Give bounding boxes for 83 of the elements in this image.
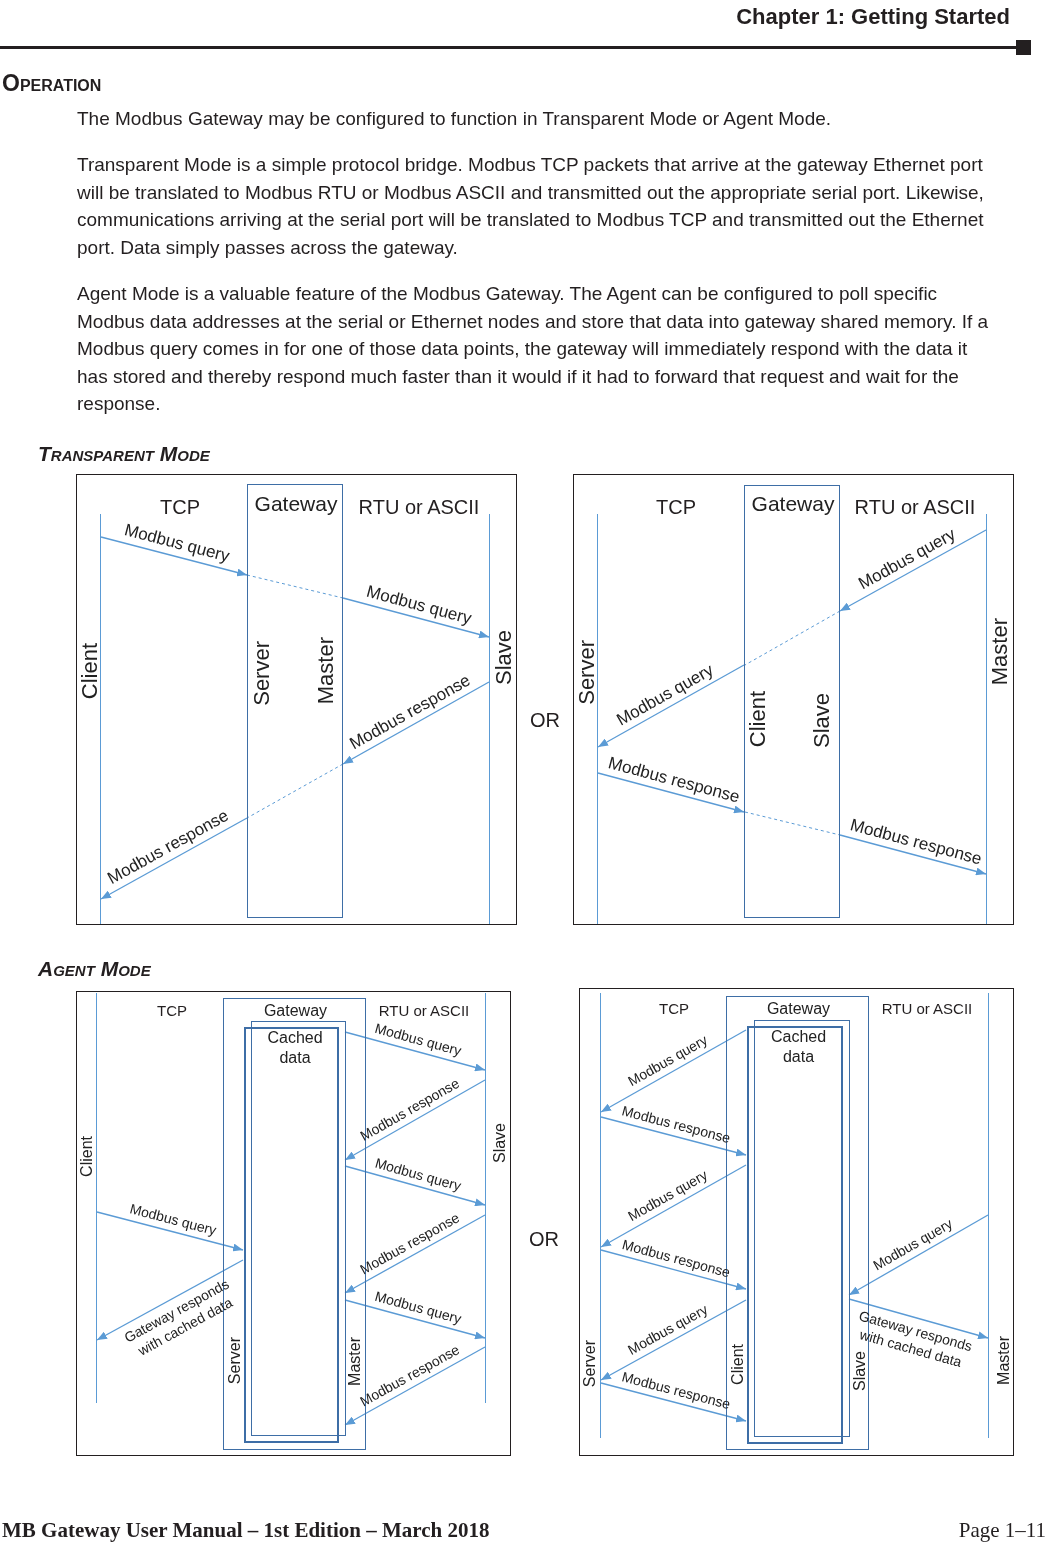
edge-label: Modbus response bbox=[620, 1102, 733, 1148]
text-label: Transparent Mode bbox=[38, 441, 210, 467]
arrow bbox=[600, 1382, 747, 1423]
text-label: RTU or ASCII bbox=[853, 495, 977, 520]
role-label: Master bbox=[996, 1336, 1012, 1385]
text-label: OR bbox=[528, 1227, 560, 1252]
lifeline bbox=[581, 993, 601, 1438]
arrow bbox=[344, 1079, 486, 1161]
paragraph: Agent Mode is a valuable feature of the Modbus Gateway. The Agent can be configured to poll specific Modbus data addresses at the serial or Ethernet nodes and store that data into gateway shared memory. If a Modbus query comes in for one of those data points, the gateway will immediately respond with the data it has stored and thereby respond much faster than it would if it had to forward that request and wait for the response. bbox=[77, 282, 990, 416]
lifeline bbox=[78, 993, 97, 1403]
arrow bbox=[600, 1164, 747, 1248]
role-label: Slave bbox=[852, 1351, 868, 1392]
role-label: Slave bbox=[493, 630, 515, 686]
text-label: Agent Mode bbox=[38, 956, 151, 982]
arrow bbox=[344, 1299, 486, 1340]
text-label: OR bbox=[529, 708, 561, 733]
arrow bbox=[344, 1346, 486, 1426]
text-label: Chapter 1: Getting Started bbox=[735, 3, 1010, 31]
text-label: Operation bbox=[2, 69, 102, 98]
arrow bbox=[96, 1211, 244, 1252]
cache-box bbox=[244, 1021, 346, 1443]
arrow bbox=[600, 1029, 747, 1113]
arrow bbox=[344, 1165, 486, 1207]
role-label: Client bbox=[747, 691, 769, 748]
arrow bbox=[848, 1298, 989, 1340]
lifeline bbox=[485, 993, 507, 1403]
role-label: Master bbox=[989, 618, 1011, 686]
text-label: MB Gateway User Manual – 1st Edition – March 2018 bbox=[2, 1517, 490, 1543]
arrow bbox=[96, 1259, 244, 1341]
edge-label: Modbus query bbox=[372, 1020, 463, 1061]
edge-label: Modbus query bbox=[372, 1288, 463, 1329]
cache-box bbox=[747, 1020, 850, 1444]
role-label: Server bbox=[582, 1340, 598, 1388]
box-title: Gateway bbox=[765, 999, 832, 1019]
edge-label: Modbus query bbox=[127, 1200, 218, 1240]
gateway-box bbox=[744, 485, 840, 918]
edge-label: Modbus response bbox=[848, 814, 985, 870]
text-label: TCP bbox=[655, 495, 697, 520]
text-label: RTU or ASCII bbox=[880, 999, 974, 1019]
role-label: Client bbox=[79, 1136, 95, 1177]
arrow bbox=[600, 1249, 747, 1291]
text-label: TCP bbox=[156, 1001, 188, 1021]
role-label: Master bbox=[315, 637, 337, 705]
text-label: Page 1–11 bbox=[957, 1517, 1046, 1543]
arrow bbox=[100, 817, 248, 900]
edge-label: Modbus query bbox=[122, 519, 233, 568]
arrow bbox=[597, 664, 745, 748]
box-title: Gateway bbox=[253, 491, 339, 517]
arrow bbox=[597, 772, 745, 814]
text-label: TCP bbox=[658, 999, 690, 1019]
gateway-box bbox=[247, 484, 343, 918]
arrow bbox=[839, 529, 987, 612]
arrow bbox=[344, 1031, 486, 1072]
role-label: Master bbox=[347, 1337, 363, 1386]
arrow bbox=[839, 834, 987, 876]
role-label: Slave bbox=[492, 1123, 508, 1164]
cache-label: Cached data bbox=[769, 1027, 828, 1067]
edge-label: Modbus query bbox=[372, 1154, 463, 1196]
arrow bbox=[100, 536, 248, 577]
arrow bbox=[600, 1116, 747, 1157]
box-title: Gateway bbox=[262, 1001, 329, 1021]
text-label: TCP bbox=[159, 495, 201, 520]
cache-label: Cached data bbox=[266, 1028, 324, 1068]
text-label: RTU or ASCII bbox=[357, 495, 481, 520]
role-label: Server bbox=[576, 640, 598, 705]
role-label: Client bbox=[79, 643, 101, 700]
arrow bbox=[848, 1214, 989, 1296]
arrow bbox=[342, 681, 490, 765]
edge-label: Modbus query bbox=[364, 580, 475, 630]
edge-label: Modbus response bbox=[606, 752, 743, 808]
arrow bbox=[600, 1299, 747, 1381]
arrow bbox=[342, 597, 490, 639]
role-label: Client bbox=[730, 1344, 746, 1385]
role-label: Server bbox=[227, 1337, 243, 1385]
paragraph: Transparent Mode is a simple protocol bridge. Modbus TCP packets that arrive at the gateway Ethernet port will be translated to Modbus RTU or Modbus ASCII and transmitted out the appropriate serial port. Likewise, communications arriving at the serial port will be translated to Modbus TCP and transmitted out the Ethernet port. Data simply passes across the gateway. bbox=[77, 153, 985, 260]
role-label: Server bbox=[251, 641, 273, 706]
paragraph: The Modbus Gateway may be configured to function in Transparent Mode or Agent Mode. bbox=[77, 107, 833, 131]
edge-label: Modbus response bbox=[620, 1235, 733, 1282]
box-title: Gateway bbox=[750, 491, 836, 517]
role-label: Slave bbox=[811, 693, 833, 749]
text-label: RTU or ASCII bbox=[377, 1001, 471, 1021]
lifeline bbox=[988, 993, 1012, 1438]
arrow bbox=[344, 1214, 486, 1294]
